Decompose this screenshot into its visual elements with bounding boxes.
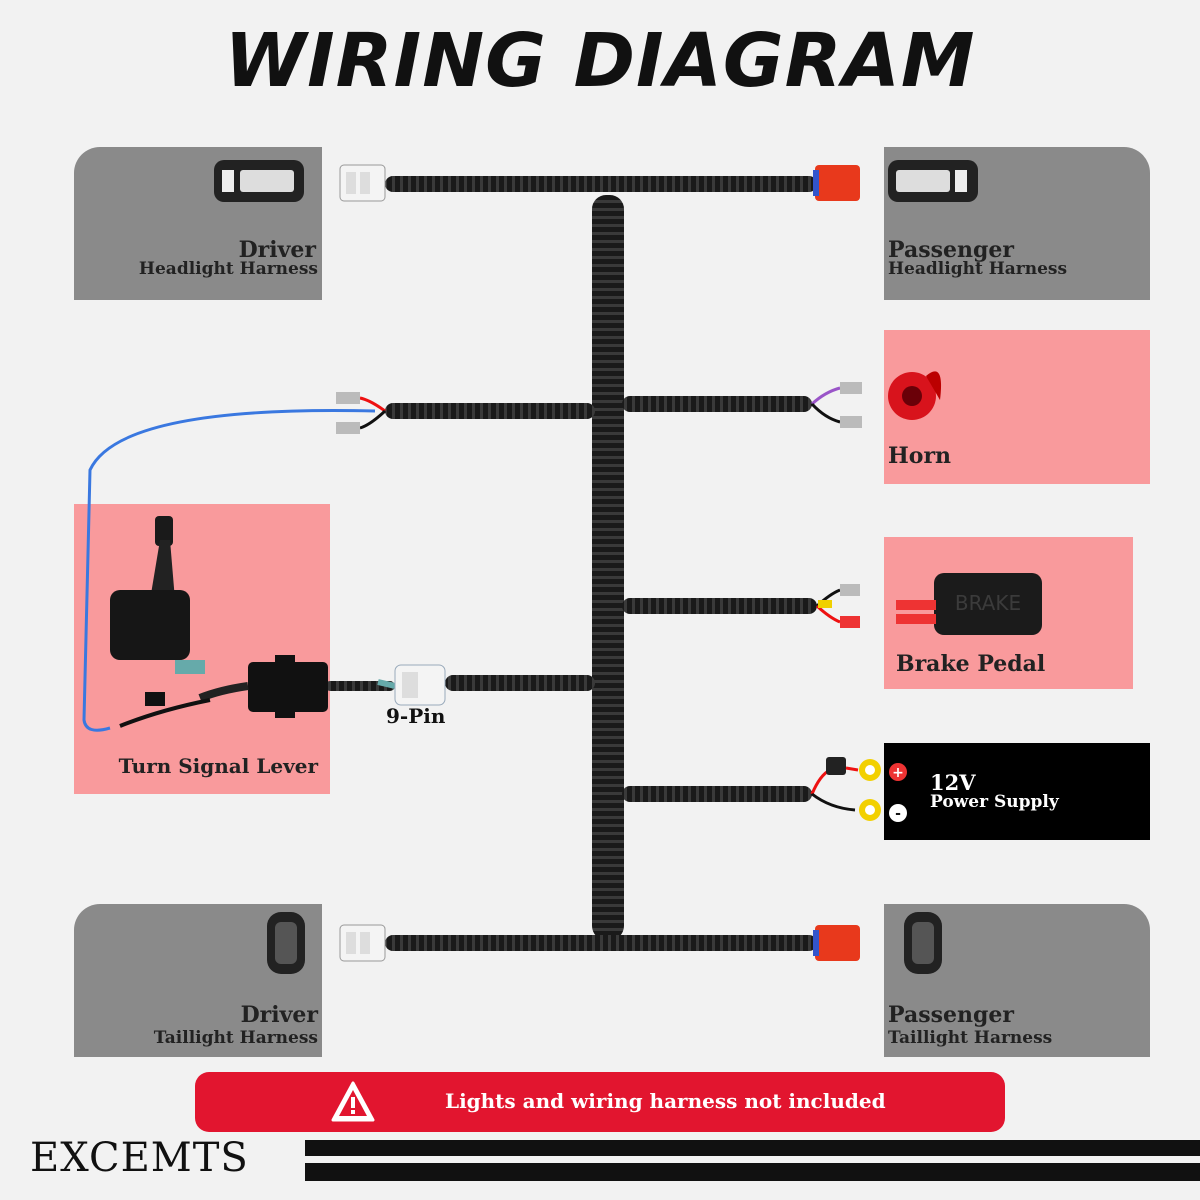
spade-terminals-horn [810, 382, 862, 428]
passenger-headlight-connector [813, 165, 860, 201]
nine-pin-connector [377, 664, 446, 706]
warning-triangle-icon [331, 1081, 375, 1122]
headlight-icon [214, 160, 304, 202]
power-panel: 12V Power Supply [884, 743, 1150, 840]
spade-terminals-left [336, 392, 387, 434]
brake-device-text: BRAKE [955, 591, 1021, 615]
turn-signal-label: Turn Signal Lever [118, 754, 318, 778]
brake-terminals [815, 584, 860, 628]
power-terminals: + - [810, 757, 907, 822]
driver-taillight-label: Driver [240, 1002, 318, 1028]
footer-stripe-top [305, 1140, 1200, 1156]
horn-branch [622, 396, 812, 412]
driver-headlight-connector [339, 164, 386, 202]
horn-label: Horn [888, 443, 952, 469]
passenger-headlight-sub: Headlight Harness [888, 259, 1068, 279]
warning-banner: Lights and wiring harness not included [195, 1072, 1005, 1132]
brake-switch-icon: BRAKE [896, 573, 1042, 635]
fuse-holder-icon [826, 757, 846, 775]
blue-wire [82, 409, 376, 732]
nine-pin-branch [445, 675, 595, 691]
passenger-taillight-sub: Taillight Harness [888, 1028, 1053, 1048]
bottom-branch [385, 935, 817, 951]
power-sub: Power Supply [930, 792, 1059, 812]
nine-pin-label: 9-Pin [386, 704, 446, 728]
brake-panel: Brake Pedal [884, 537, 1133, 689]
power-branch [622, 786, 812, 802]
diagram-title: WIRING DIAGRAM [224, 18, 976, 104]
passenger-headlight-panel: Passenger Headlight Harness [884, 147, 1150, 300]
driver-headlight-label: Driver [238, 237, 316, 263]
module-branch [325, 681, 395, 691]
turn-signal-lever-icon [110, 516, 211, 728]
passenger-taillight-label: Passenger [888, 1002, 1014, 1028]
turn-signal-module-icon [198, 655, 328, 718]
left-branch-upper [385, 403, 595, 419]
taillight-icon [267, 912, 305, 974]
footer-stripe-bottom [305, 1163, 1200, 1181]
driver-taillight-sub: Taillight Harness [153, 1028, 318, 1048]
brand-logo: EXCEMTS [30, 1135, 249, 1181]
taillight-icon [904, 912, 942, 974]
warning-text: Lights and wiring harness not included [445, 1089, 886, 1113]
passenger-headlight-label: Passenger [888, 237, 1014, 263]
brake-label: Brake Pedal [896, 651, 1046, 677]
brake-branch [622, 598, 817, 614]
main-trunk [592, 195, 624, 940]
passenger-taillight-connector [813, 925, 860, 961]
headlight-icon [888, 160, 978, 202]
power-plus: + [892, 765, 904, 781]
driver-headlight-sub: Headlight Harness [138, 259, 318, 279]
power-label: 12V [930, 770, 976, 795]
driver-taillight-connector [339, 924, 386, 962]
top-branch [385, 176, 817, 192]
horn-icon [888, 371, 942, 420]
power-minus: - [895, 806, 901, 822]
